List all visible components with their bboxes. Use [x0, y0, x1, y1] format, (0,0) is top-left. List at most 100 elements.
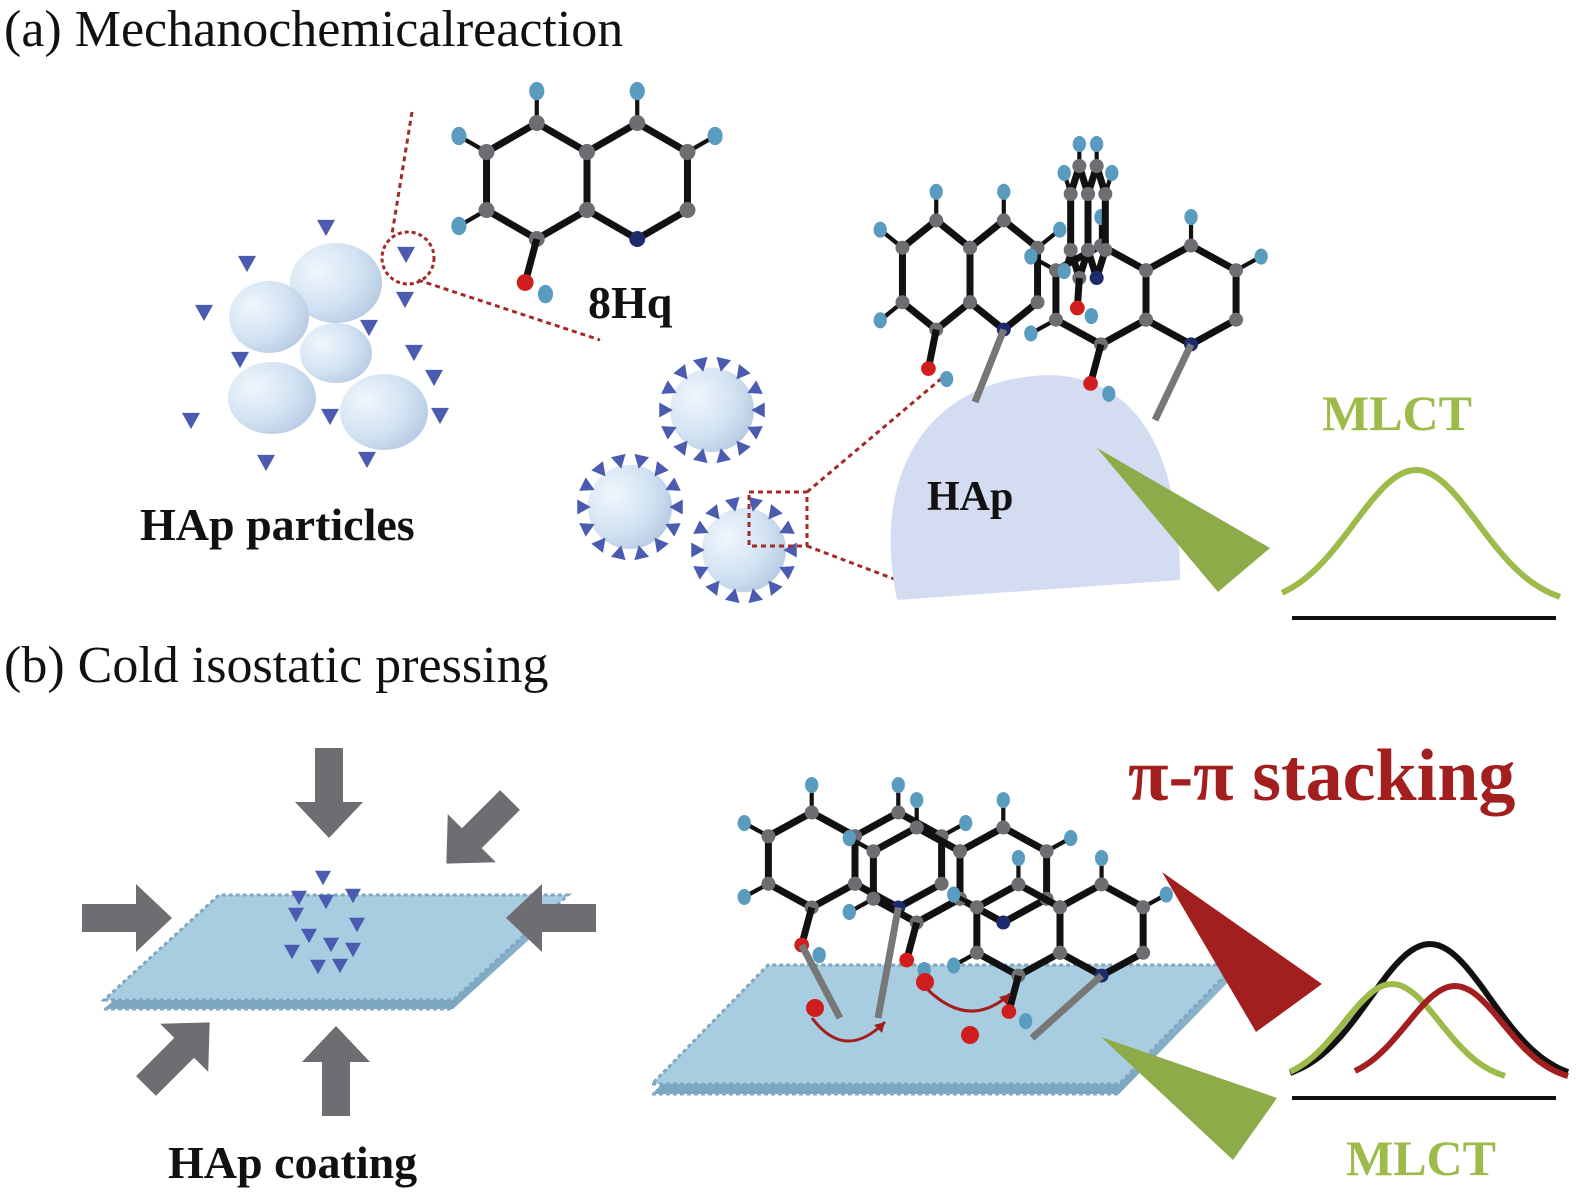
adsorbed-marker [692, 356, 708, 372]
adsorbed-marker [431, 407, 449, 425]
mlct-label-a: MLCT [1322, 385, 1472, 441]
adsorbed-marker [301, 928, 317, 944]
adsorbed-marker [654, 461, 669, 477]
adsorbed-marker [284, 944, 300, 960]
stacking-beam-icon [1162, 872, 1322, 1032]
pressure-arrows [82, 748, 596, 1116]
adsorbed-marker [779, 566, 795, 580]
adsorbed-marker [747, 380, 763, 394]
adsorbed-marker [779, 520, 795, 534]
panel-b-heading: (b) Cold isostatic pressing [4, 637, 549, 694]
adsorbed-marker [405, 344, 423, 362]
8hq-label: 8Hq [588, 277, 673, 328]
hap-particle-icon [228, 362, 316, 434]
adsorbed-marker [783, 542, 797, 558]
adsorbed-marker [693, 566, 709, 580]
adsorbed-marker [634, 453, 650, 469]
adsorbed-marker [705, 504, 720, 520]
leader-line [417, 278, 601, 342]
adsorbed-marker [768, 504, 783, 520]
hap-particle-icon [290, 243, 382, 323]
excitation-beam-icon [1101, 1037, 1277, 1160]
hap-surface [890, 375, 1180, 600]
stacked-8hq-molecules [737, 776, 1173, 1044]
adsorbed-marker [716, 356, 732, 372]
adsorbed-marker [291, 890, 307, 906]
adsorbed-marker [345, 888, 361, 904]
adsorbed-marker [238, 255, 256, 273]
8hq-molecule-icon [873, 183, 1067, 388]
excitation-beam-icon [1097, 448, 1270, 592]
adsorbed-marker [705, 580, 720, 596]
8hq-molecule-icon [947, 849, 1173, 1030]
adsorbed-marker [610, 545, 626, 561]
adsorbed-marker [724, 588, 740, 604]
adsorbed-marker [716, 448, 732, 464]
pressure-arrow-icon [302, 1026, 370, 1116]
adsorbed-marker [634, 545, 650, 561]
adsorbed-marker [673, 364, 688, 380]
panel-a-heading: (a) Mechanochemicalreaction [4, 1, 623, 58]
hap-coating-plate [100, 870, 572, 1011]
hap-particle-icon [340, 374, 428, 450]
adsorbed-marker [310, 959, 326, 975]
free-8hq-markers [182, 219, 449, 472]
adsorbed-marker [349, 917, 365, 933]
adsorbed-marker [396, 291, 414, 309]
hap-particle-icon [300, 323, 372, 383]
adsorbed-marker [751, 402, 765, 418]
adsorbed-marker [724, 496, 740, 512]
adsorbed-marker [736, 440, 751, 456]
adsorbed-marker [736, 364, 751, 380]
pressure-arrow-icon [446, 790, 520, 864]
adsorbed-marker [654, 537, 669, 553]
adsorbed-marker [315, 870, 331, 886]
adsorbed-marker [661, 426, 677, 440]
hap-coating-label: HAp coating [168, 1137, 417, 1188]
adsorbed-marker [323, 937, 339, 953]
pressure-arrow-icon [506, 884, 596, 952]
8hq-molecule-icon [451, 81, 723, 304]
8hq-molecule-icon [1057, 135, 1119, 325]
hap-surface-label: HAp [927, 474, 1013, 520]
adsorbed-marker [231, 351, 249, 369]
coated-particle [577, 453, 683, 561]
hap-particle-cluster [182, 219, 449, 472]
adsorbed-marker [591, 461, 606, 477]
adsorbed-marker [317, 219, 335, 237]
adsorbed-marker [358, 451, 376, 469]
adsorbed-marker [579, 523, 595, 537]
zoom-circle [380, 230, 436, 286]
adsorbed-marker [665, 523, 681, 537]
adsorbed-marker [321, 408, 339, 426]
leader-line [390, 111, 414, 235]
adsorbed-marker [577, 499, 591, 515]
leader-line [806, 376, 943, 494]
adsorbed-marker [693, 520, 709, 534]
adsorbed-marker [665, 477, 681, 491]
adsorbed-marker [345, 942, 361, 958]
emission-band-total [1288, 940, 1570, 1076]
adsorbed-marker [397, 246, 415, 264]
adsorbed-marker [659, 402, 673, 418]
adsorbed-marker [768, 580, 783, 596]
hap-particles-label: HAp particles [140, 499, 415, 550]
leader-line [806, 544, 911, 587]
mlct-label-b: MLCT [1346, 1130, 1496, 1186]
pressure-arrow-icon [295, 748, 363, 838]
emission-band-icon [1280, 466, 1562, 600]
adsorbed-8hq-molecules [873, 135, 1268, 422]
adsorbed-marker [591, 537, 606, 553]
emission-band-stacking [1353, 982, 1569, 1079]
8hq-molecule-icon [451, 81, 723, 304]
adsorbed-marker [182, 412, 200, 430]
adsorbed-marker [673, 440, 688, 456]
adsorbed-marker [579, 477, 595, 491]
coated-particle [659, 356, 765, 464]
adsorbed-marker [748, 496, 764, 512]
adsorbed-marker [748, 588, 764, 604]
coated-particle [691, 496, 797, 604]
adsorbed-marker [691, 542, 705, 558]
adsorbed-marker [360, 319, 378, 337]
